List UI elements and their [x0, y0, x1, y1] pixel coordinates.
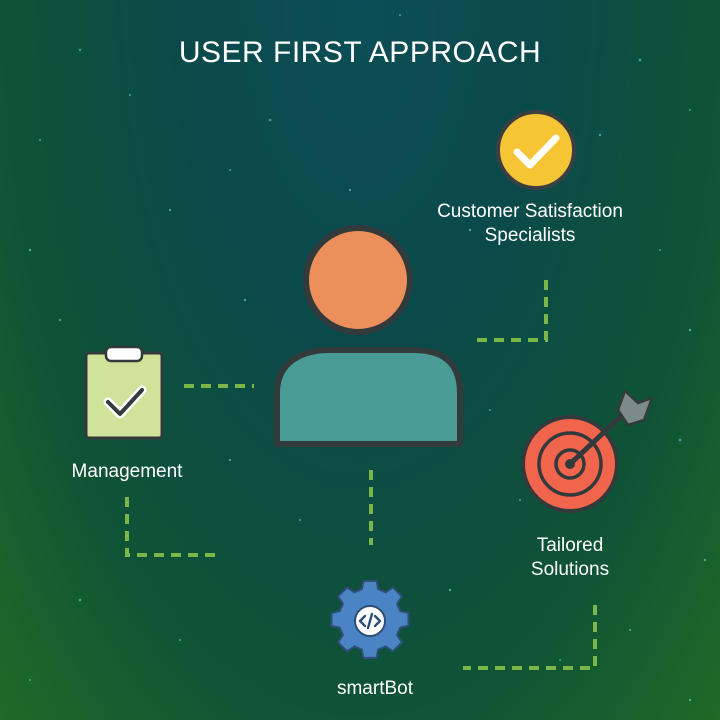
customer-satisfaction-label-line2: Specialists	[484, 225, 576, 246]
connectors	[125, 280, 597, 670]
diagram-title: USER FIRST APPROACH	[178, 36, 542, 69]
customer-satisfaction-label: Customer Satisfaction Specialists	[400, 200, 660, 248]
user-body	[274, 347, 463, 447]
management-label: Management	[71, 461, 183, 482]
user-icon	[274, 225, 463, 447]
tailored-solutions-label-line2: Solutions	[530, 559, 610, 580]
connector-customer-satisfaction	[476, 280, 548, 342]
connector-management-down	[125, 497, 218, 557]
target-arrow-icon	[521, 389, 654, 513]
connector-tailored-solutions	[463, 605, 597, 670]
smartbot-label: smartBot	[336, 678, 414, 699]
checkmark-badge-icon	[496, 110, 576, 190]
clipboard-check-icon	[84, 345, 164, 440]
user-head	[303, 225, 413, 335]
tailored-solutions-label-line1: Tailored	[536, 535, 604, 556]
tailored-solutions-label: Tailored Solutions	[510, 534, 630, 582]
customer-satisfaction-label-line1: Customer Satisfaction	[437, 201, 623, 222]
code-gear-icon	[330, 579, 410, 659]
